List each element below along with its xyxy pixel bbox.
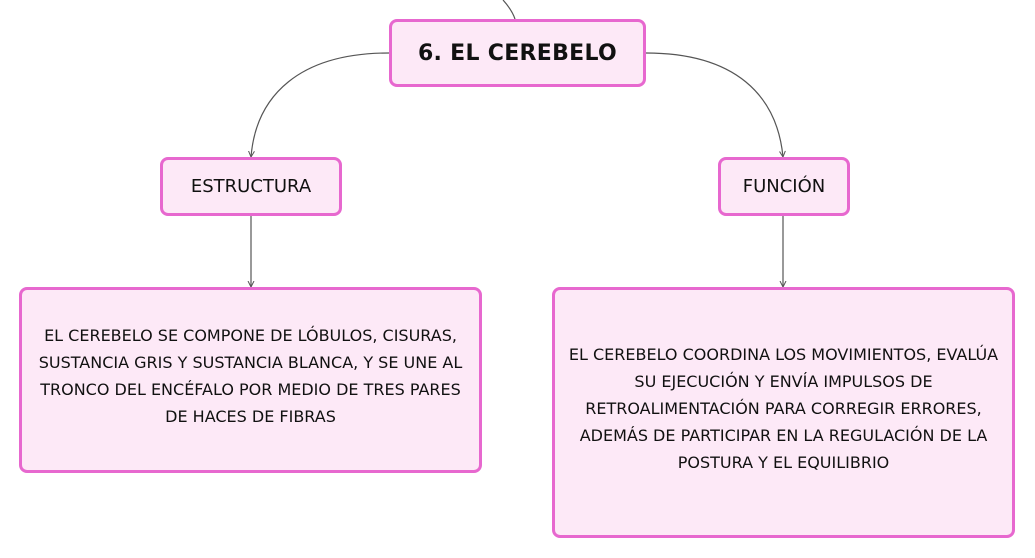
connector-title-to-funcion — [645, 52, 783, 157]
funcion-description-text: EL CEREBELO COORDINA LOS MOVIMIENTOS, EV… — [568, 345, 999, 472]
title-text: 6. EL CEREBELO — [417, 40, 618, 66]
funcion-description-node[interactable]: EL CEREBELO COORDINA LOS MOVIMIENTOS, EV… — [552, 287, 1015, 538]
connector-from-parent — [502, 0, 516, 20]
title-node[interactable]: 6. EL CEREBELO — [389, 19, 646, 87]
funcion-node[interactable]: FUNCIÓN — [718, 157, 850, 216]
estructura-description-node[interactable]: EL CEREBELO SE COMPONE DE LÓBULOS, CISUR… — [19, 287, 482, 473]
funcion-label: FUNCIÓN — [742, 176, 826, 197]
estructura-description-text: EL CEREBELO SE COMPONE DE LÓBULOS, CISUR… — [38, 326, 463, 426]
connector-title-to-estructura — [251, 52, 390, 157]
estructura-node[interactable]: ESTRUCTURA — [160, 157, 342, 216]
estructura-label: ESTRUCTURA — [190, 176, 312, 197]
